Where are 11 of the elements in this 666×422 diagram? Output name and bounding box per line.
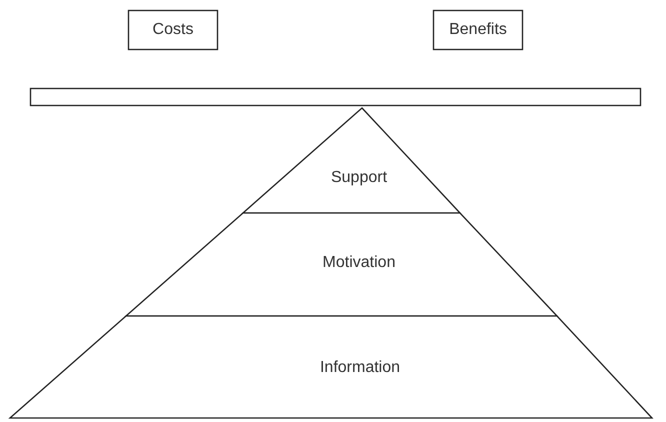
- layer-label: Support: [330, 169, 388, 187]
- pyramid-layer: [243, 108, 460, 213]
- box-label: Benefits: [449, 21, 507, 39]
- balance-beam: [30, 88, 641, 106]
- box-label: Costs: [152, 21, 194, 39]
- layer-label: Information: [320, 359, 400, 377]
- layer-label: Motivation: [322, 254, 396, 272]
- label-box: [128, 10, 218, 50]
- label-box: [433, 10, 523, 50]
- pyramid-layer: [10, 316, 652, 418]
- pyramid-layer: [126, 213, 557, 316]
